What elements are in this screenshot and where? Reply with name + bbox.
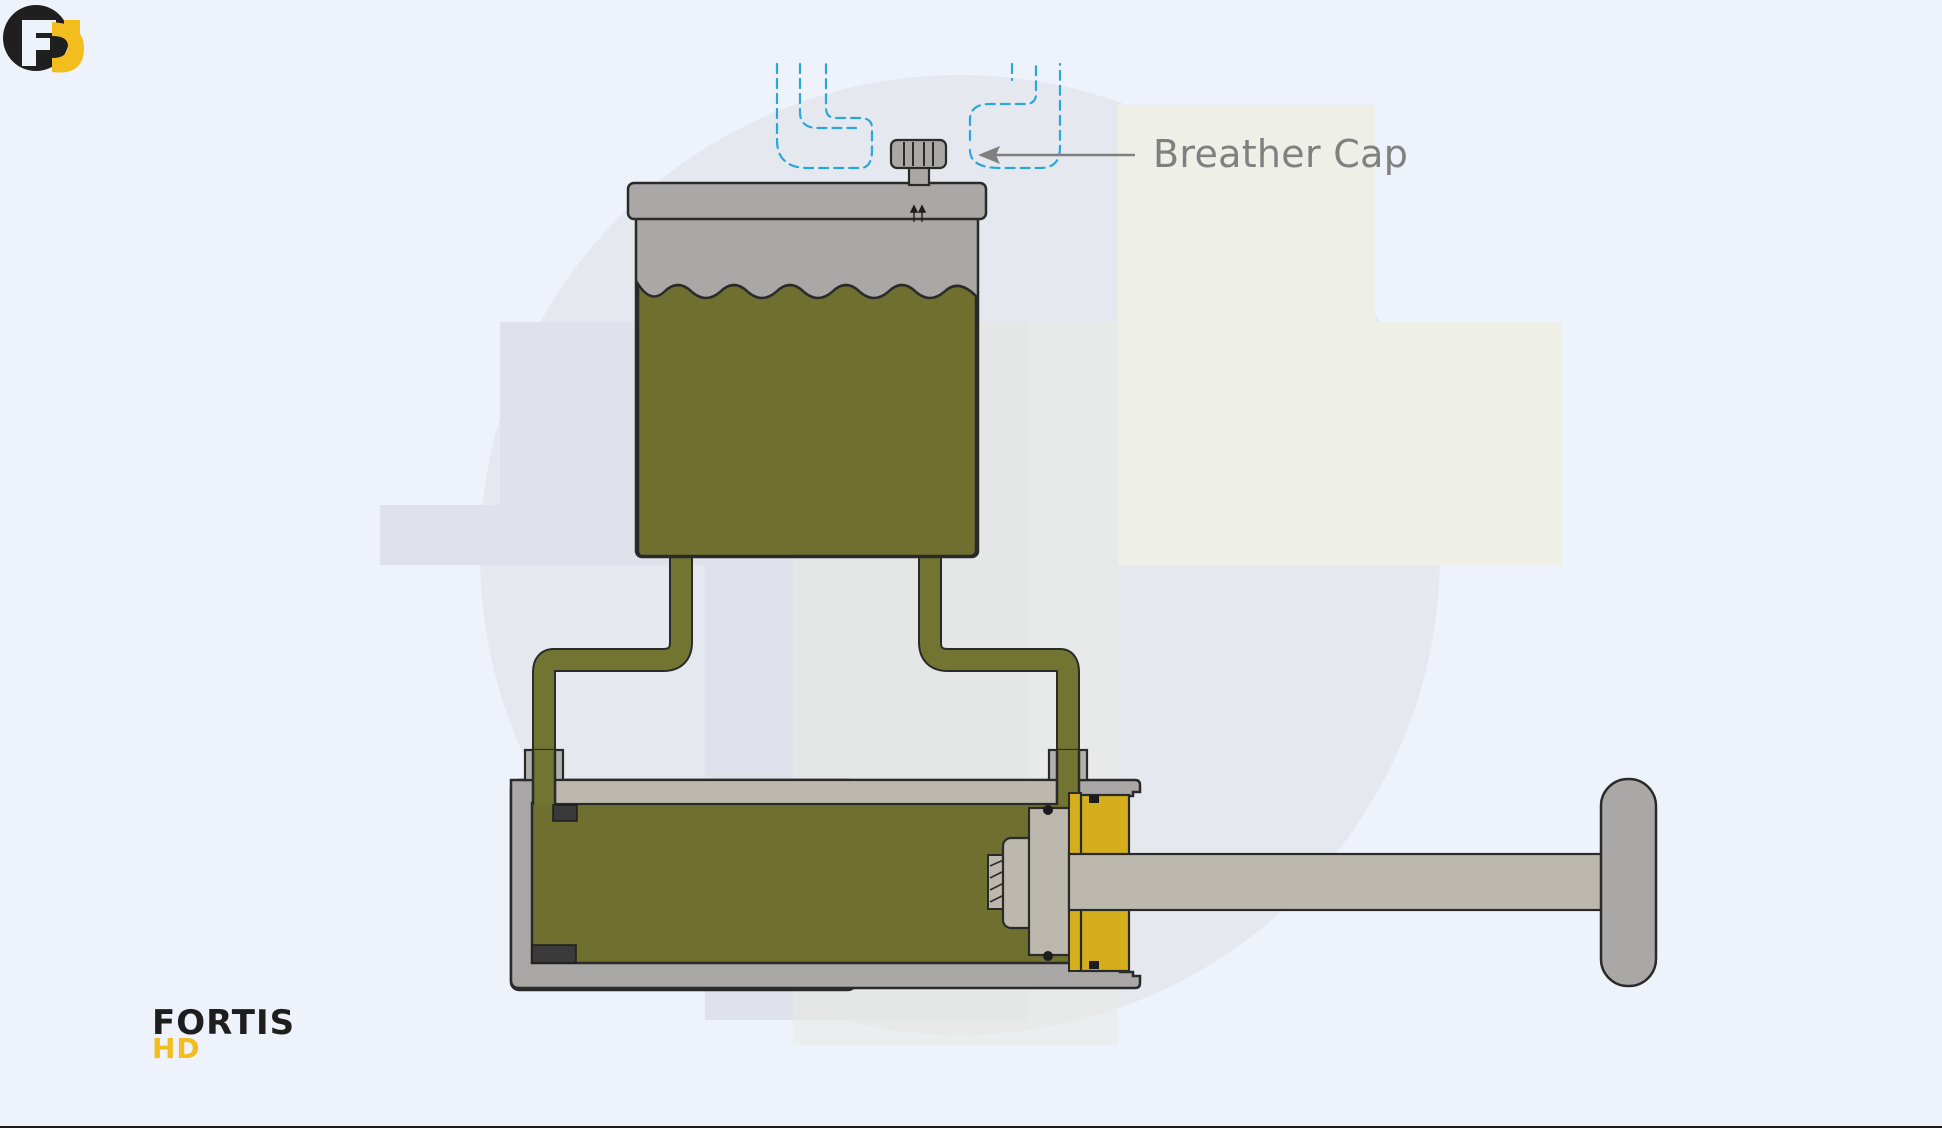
logo-mark-f: [22, 20, 56, 66]
bottom-border: [0, 1126, 1942, 1128]
watermark-plus-shape: [1118, 105, 1562, 565]
feed-tubes: [532, 555, 1080, 820]
pushrod-handle: [1599, 777, 1658, 988]
logo-text-hd: HD: [152, 1032, 201, 1065]
pushrod: [1067, 777, 1658, 988]
breather-cap-label: Breather Cap: [1153, 132, 1409, 176]
breather-cap: [889, 138, 948, 187]
fortis-hd-logo: [3, 5, 84, 73]
logo-text-fortis: FORTIS: [152, 1003, 296, 1043]
piston: [987, 805, 1071, 961]
brake-fluid: [636, 279, 978, 558]
reservoir-lid: [626, 181, 988, 222]
callout-arrow: [978, 146, 1135, 164]
logo-mark-plus: [64, 20, 80, 34]
reservoir: [634, 210, 980, 559]
logo-mark-accent: [52, 22, 84, 73]
